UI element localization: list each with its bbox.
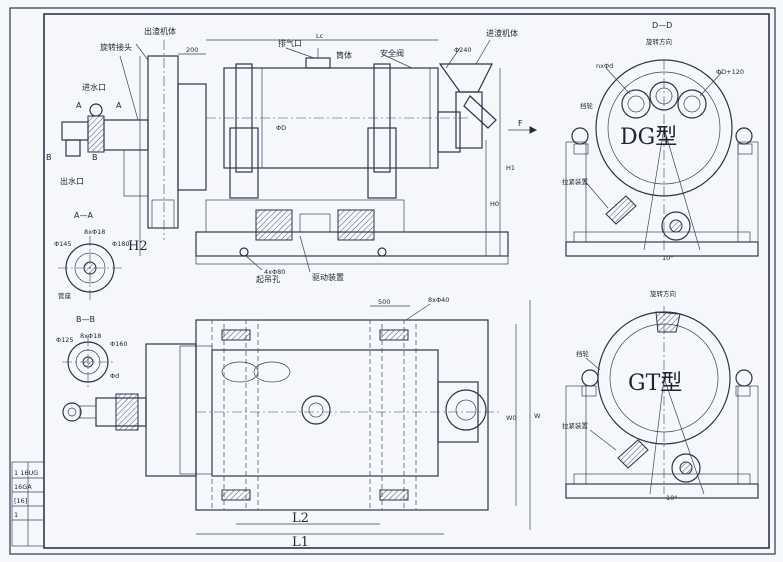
section-aa-d3: Φ180	[112, 240, 130, 248]
dim-h0: H0	[490, 200, 499, 208]
section-d-d-dg-type: D—D 旋转方向 nxΦd ΦD+120 挡轮 拉紧装置 DG型 10°	[562, 21, 759, 262]
section-gt-brake: 拉紧装置	[562, 421, 589, 430]
inner-border	[43, 13, 770, 549]
label-lifting-hole: 起吊孔	[256, 275, 280, 284]
front-view-labels: 出渣机体 旋转接头 进水口 出水口 排气口 筒体 安全阀 进渣机体 起吊孔 4x…	[46, 26, 523, 284]
label-water-outlet: 出水口	[60, 176, 84, 186]
section-aa-d2: 8xΦ18	[84, 228, 105, 236]
section-b-b: B—B Φ125 8xΦ18 Φ160 Φd	[56, 315, 128, 388]
label-rotary-joint: 旋转接头	[100, 42, 132, 52]
section-dd-brake: 拉紧装置	[562, 177, 589, 186]
gt-brake-device	[617, 439, 649, 469]
exhaust-port	[305, 57, 331, 69]
section-dd-angle: 10°	[662, 254, 674, 262]
section-aa-note: 管座	[58, 291, 72, 300]
section-dd-title: D—D	[652, 21, 672, 30]
section-dd-phid120: ΦD+120	[716, 68, 744, 76]
section-bb-d2: 8xΦ18	[80, 332, 101, 340]
dim-h1: H1	[506, 164, 515, 172]
marker-b2: B	[92, 153, 98, 162]
section-bb-d3: Φ160	[110, 340, 128, 348]
dg-brake-device	[605, 195, 637, 225]
dim-phi240: Φ240	[454, 46, 472, 54]
plan-base-frame	[195, 319, 489, 511]
title-block: 1 16UG 16GA [16] 1	[11, 461, 45, 547]
dg-type-label: DG型	[620, 125, 677, 150]
title-row-1: 1 16UG	[14, 469, 38, 477]
drive-motor-right	[337, 209, 375, 241]
section-dd-rotation: 旋转方向	[646, 37, 672, 46]
section-aa-title: A—A	[74, 211, 93, 220]
title-row-4: 1	[14, 511, 18, 519]
dim-lc: Lc	[316, 32, 324, 40]
label-hole-dim: 4xΦ80	[264, 268, 285, 276]
section-gt-rotation: 旋转方向	[650, 289, 676, 298]
section-dd-baffle: 挡轮	[580, 101, 594, 110]
title-row-2: 16GA	[14, 483, 32, 491]
rotary-joint	[103, 119, 149, 151]
label-feed-shell: 进渣机体	[486, 28, 518, 38]
dim-h2: H2	[128, 239, 148, 254]
title-row-3: [16]	[14, 497, 27, 505]
section-aa-d1: Φ145	[54, 240, 72, 248]
section-bb-title: B—B	[76, 315, 95, 324]
section-gt-angle: 10°	[666, 494, 678, 502]
front-elevation-view	[61, 39, 538, 273]
dim-w0: W0	[506, 414, 517, 422]
feed-hopper	[438, 63, 493, 93]
drive-motor-left	[255, 209, 293, 241]
gt-type-label: GT型	[628, 371, 682, 396]
water-pipe	[61, 121, 89, 141]
section-dd-nxd: nxΦd	[596, 62, 613, 70]
marker-b1: B	[46, 153, 52, 162]
label-drum: 筒体	[336, 50, 352, 60]
marker-a2: A	[116, 101, 122, 110]
label-exhaust-port: 排气口	[278, 38, 302, 48]
dim-l2: L2	[292, 511, 309, 526]
dim-500: 500	[378, 298, 390, 306]
section-gt-baffle: 挡轮	[576, 349, 590, 358]
section-bb-d4: Φd	[110, 372, 119, 380]
section-a-a: A—A Φ145 8xΦ18 Φ180 管座	[54, 211, 130, 300]
label-water-inlet: 进水口	[82, 82, 106, 92]
dim-l1: L1	[292, 535, 309, 550]
plan-view-labels: 500 8xΦ40 L1 L2 W W0	[292, 296, 541, 550]
dim-phid: ΦD	[276, 124, 286, 132]
dim-f: F	[518, 119, 523, 128]
outlet-shell	[147, 55, 179, 229]
label-outlet-shell: 出渣机体	[144, 26, 176, 36]
section-gt-type: 旋转方向 挡轮 拉紧装置 GT型 10°	[562, 289, 759, 502]
marker-a1: A	[76, 101, 82, 110]
label-safety-valve: 安全阀	[380, 48, 404, 58]
plan-view	[62, 300, 531, 535]
dim-w: W	[534, 412, 541, 420]
dim-8x40: 8xΦ40	[428, 296, 449, 304]
dim-200: 200	[186, 46, 198, 54]
outer-border	[9, 7, 776, 555]
plan-outlet-shell	[145, 343, 197, 477]
label-drive-device: 驱动装置	[312, 272, 344, 282]
section-bb-d1: Φ125	[56, 336, 74, 344]
